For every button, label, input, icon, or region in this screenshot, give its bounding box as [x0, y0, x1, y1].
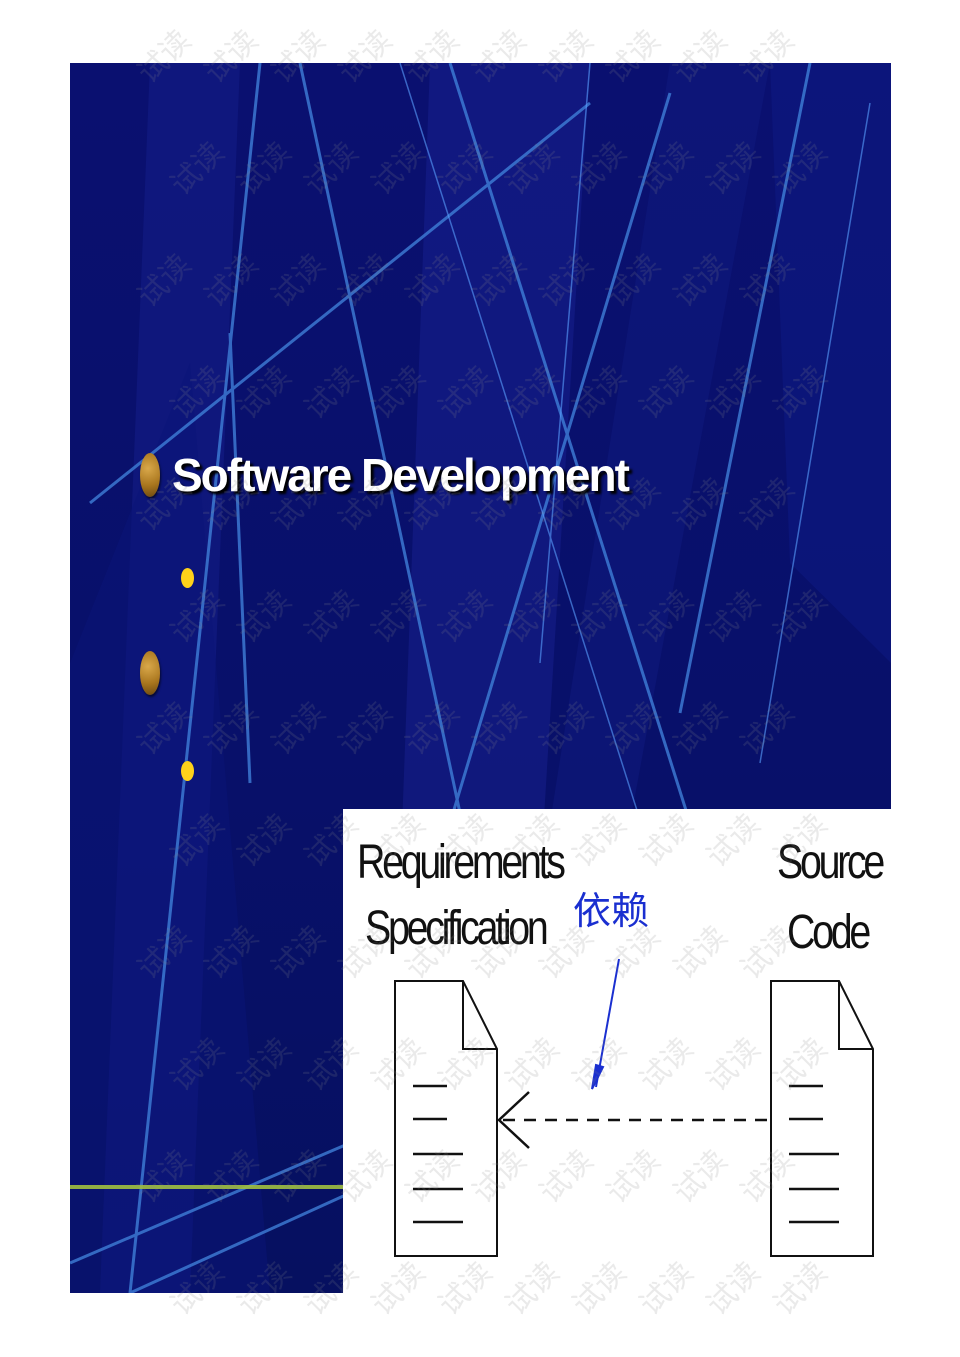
- slide-title: Software Development: [172, 449, 630, 501]
- left-document-icon: [394, 980, 498, 1257]
- diagram-shapes: [394, 958, 874, 1257]
- dependency-arrow: [497, 1091, 769, 1149]
- sub-bullet-icon: [181, 568, 194, 588]
- dependency-label: 依赖: [573, 889, 650, 933]
- left-doc-label-line1: Requirements: [357, 836, 566, 889]
- sub-bullet-icon: [181, 761, 194, 781]
- right-doc-label-line2: Code: [787, 906, 871, 959]
- title-row: Software Development: [140, 448, 630, 502]
- dependency-diagram: Requirements Specification Source Code 依…: [343, 809, 891, 1293]
- right-document-icon: [770, 980, 874, 1257]
- bullet-icon: [140, 453, 160, 497]
- left-doc-label-line2: Specification: [365, 902, 549, 955]
- annotation-pointer: [591, 958, 620, 1090]
- bullet-icon: [140, 651, 160, 695]
- right-doc-label-line1: Source: [777, 836, 885, 889]
- background-streaks: [70, 63, 891, 1293]
